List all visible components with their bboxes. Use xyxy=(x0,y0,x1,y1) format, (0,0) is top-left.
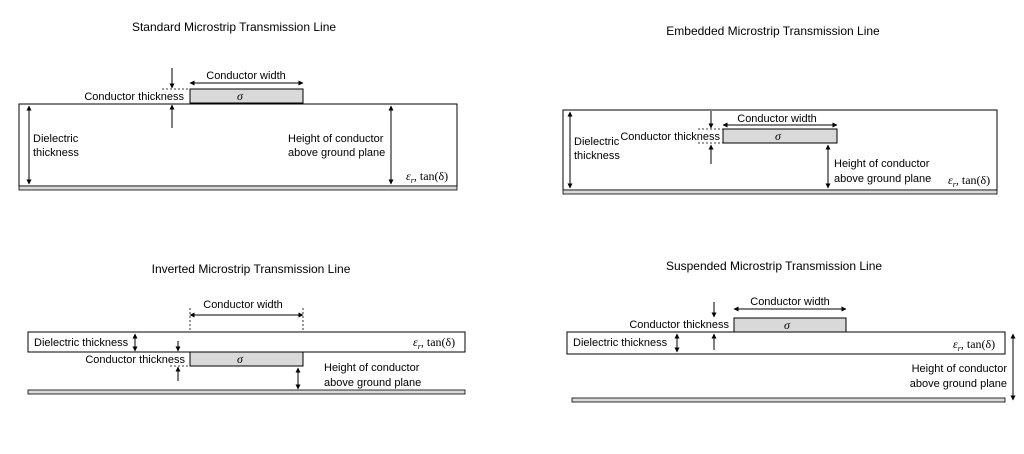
suspended-height-label-2: above ground plane xyxy=(910,378,1007,390)
standard-height-label-1: Height of conductor xyxy=(288,133,384,145)
inverted-dielectric-label: Dielectric thickness xyxy=(34,337,129,349)
suspended-panel: Suspended Microstrip Transmission Line C… xyxy=(566,259,1016,403)
inverted-conductor-width-label: Conductor width xyxy=(203,299,283,311)
embedded-dielectric-label-1: Dielectric xyxy=(574,136,620,148)
standard-panel: Standard Microstrip Transmission Line Co… xyxy=(18,20,458,191)
embedded-height-label-1: Height of conductor xyxy=(834,158,930,170)
embedded-conductor xyxy=(722,128,838,144)
inverted-material-label: εr, tan(δ) xyxy=(413,335,455,351)
suspended-title: Suspended Microstrip Transmission Line xyxy=(666,259,882,273)
suspended-material-label: εr, tan(δ) xyxy=(953,337,995,353)
inverted-height-label-2: above ground plane xyxy=(324,377,421,389)
embedded-material-label: εr, tan(δ) xyxy=(948,173,990,189)
embedded-panel: Embedded Microstrip Transmission Line Co… xyxy=(562,24,998,195)
suspended-height-label-1: Height of conductor xyxy=(912,363,1008,375)
inverted-conductor-thickness-label: Conductor thickness xyxy=(85,354,185,366)
standard-ground-plane xyxy=(18,185,458,191)
standard-dielectric-label-2: thickness xyxy=(33,147,79,159)
suspended-conductor-width-label: Conductor width xyxy=(750,296,830,308)
suspended-dielectric-label: Dielectric thickness xyxy=(573,337,668,349)
standard-conductor-width-label: Conductor width xyxy=(206,70,286,82)
inverted-title: Inverted Microstrip Transmission Line xyxy=(152,262,351,276)
embedded-sigma: σ xyxy=(775,129,782,143)
inverted-panel: Inverted Microstrip Transmission Line Co… xyxy=(27,262,466,395)
inverted-sigma: σ xyxy=(237,352,244,366)
suspended-conductor-thickness-label: Conductor thickness xyxy=(629,319,729,331)
standard-conductor-thickness-label: Conductor thickness xyxy=(84,91,184,103)
embedded-title: Embedded Microstrip Transmission Line xyxy=(666,24,880,38)
standard-conductor xyxy=(189,88,304,104)
standard-title: Standard Microstrip Transmission Line xyxy=(132,20,336,34)
suspended-sigma: σ xyxy=(784,318,791,332)
inverted-conductor xyxy=(189,351,304,367)
standard-material-label: εr, tan(δ) xyxy=(406,169,448,185)
inverted-height-label-1: Height of conductor xyxy=(324,362,420,374)
suspended-ground-plane xyxy=(571,397,1006,403)
embedded-conductor-width-label: Conductor width xyxy=(737,113,817,125)
embedded-height-label-2: above ground plane xyxy=(834,173,931,185)
embedded-conductor-thickness-label: Conductor thickness xyxy=(620,131,720,143)
standard-sigma: σ xyxy=(237,89,244,103)
embedded-ground-plane xyxy=(562,189,998,195)
standard-dielectric-label-1: Dielectric xyxy=(33,133,79,145)
embedded-dielectric-label-2: thickness xyxy=(574,150,620,162)
standard-height-label-2: above ground plane xyxy=(288,147,385,159)
suspended-conductor xyxy=(733,317,847,333)
inverted-ground-plane xyxy=(27,389,466,395)
